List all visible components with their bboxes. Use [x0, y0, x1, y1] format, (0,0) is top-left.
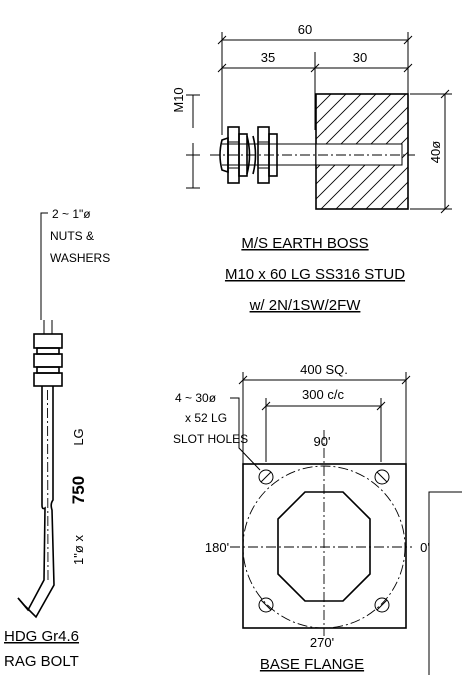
rag-bolt-title: RAG BOLT [4, 653, 79, 670]
rag-bolt-grade: HDG Gr4.6 [4, 628, 79, 645]
dim-dia-label: 40ø [428, 141, 443, 163]
earth-boss-fixings: w/ 2N/1SW/2FW [249, 297, 362, 314]
holes-leader [230, 397, 261, 471]
earth-boss-spec: M10 x 60 LG SS316 STUD [225, 266, 405, 283]
pcd-circle [242, 465, 406, 629]
rag-bolt-note-qty: 2 ~ 1"ø [52, 207, 91, 221]
rag-bolt-note-nuts: NUTS & [50, 229, 94, 243]
holes-qty-label: 4 ~ 30ø [175, 391, 217, 405]
dim-pcd-label: 300 c/c [302, 387, 344, 402]
angle-180-label: 180' [205, 540, 229, 555]
earth-boss-view: 60 35 30 M10 [171, 22, 452, 314]
rag-bolt-length-suffix: LG [71, 428, 86, 445]
holes-type-label: SLOT HOLES [173, 432, 248, 446]
angle-0-label: 0' [420, 540, 430, 555]
base-flange-title: BASE FLANGE [260, 656, 364, 673]
stud-hole [315, 143, 403, 166]
dim-overall-label: 60 [298, 22, 312, 37]
rag-bolt-length-value: 750 [69, 476, 88, 504]
rag-bolt-view: 2 ~ 1"ø NUTS & WASHERS 1"ø x 750 LG HDG … [4, 207, 110, 670]
angle-90-label: 90' [314, 434, 331, 449]
rag-bolt-length-prefix: 1"ø x [71, 535, 86, 565]
rag-bolt-shank [17, 386, 46, 612]
adjacent-frame-border [428, 491, 462, 675]
base-flange-view: 400 SQ. 300 c/c 4 ~ 30ø x 52 LG SLOT HOL… [173, 362, 462, 675]
rag-bolt-nuts [33, 320, 63, 387]
stud-nuts [219, 126, 278, 184]
dim-outer-label: 400 SQ. [300, 362, 348, 377]
octagonal-column [277, 491, 371, 602]
earth-boss-title: M/S EARTH BOSS [241, 235, 368, 252]
dim-right-label: 30 [353, 50, 367, 65]
holes-length-label: x 52 LG [185, 411, 227, 425]
dim-thread-label: M10 [171, 87, 186, 112]
angle-270-label: 270' [310, 635, 334, 650]
slot-holes [258, 469, 390, 613]
rag-bolt-note-washers: WASHERS [50, 251, 110, 265]
dim-left-label: 35 [261, 50, 275, 65]
